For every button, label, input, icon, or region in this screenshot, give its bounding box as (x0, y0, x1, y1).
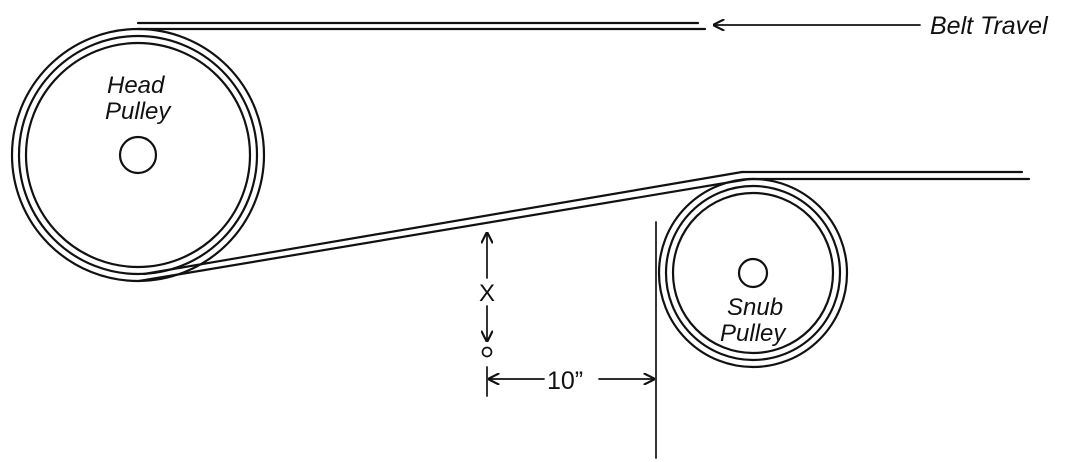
belt-travel-label: Belt Travel (930, 12, 1049, 40)
snub-pulley-label-line2: Pulley (720, 320, 787, 347)
head-pulley (10, 27, 266, 283)
snub-pulley-rim (671, 191, 835, 355)
head-pulley-rim (24, 41, 252, 269)
snub-pulley-label-line1: Snub (727, 294, 783, 321)
head-pulley-outer-ring (17, 34, 259, 276)
belt-travel-indicator: Belt Travel (714, 12, 1049, 40)
snub-pulley-outer-ring (664, 184, 842, 362)
small-circle-icon (481, 346, 493, 358)
head-pulley-label-line2: Pulley (105, 98, 172, 125)
distance-dimension: 10” (486, 221, 657, 459)
belt (136, 21, 1031, 283)
snub-pulley (657, 177, 849, 369)
inclined-belt-lower-line (137, 177, 751, 283)
distance-dimension-label: 10” (547, 367, 583, 395)
snub-pulley-hub (737, 257, 769, 289)
head-pulley-hub (118, 135, 158, 175)
inclined-belt-upper-line (142, 170, 744, 276)
head-pulley-label-line1: Head (107, 72, 165, 99)
x-dimension: X (479, 233, 495, 358)
head-pulley-belt-wrap (10, 27, 266, 283)
x-dimension-label: X (479, 280, 495, 307)
